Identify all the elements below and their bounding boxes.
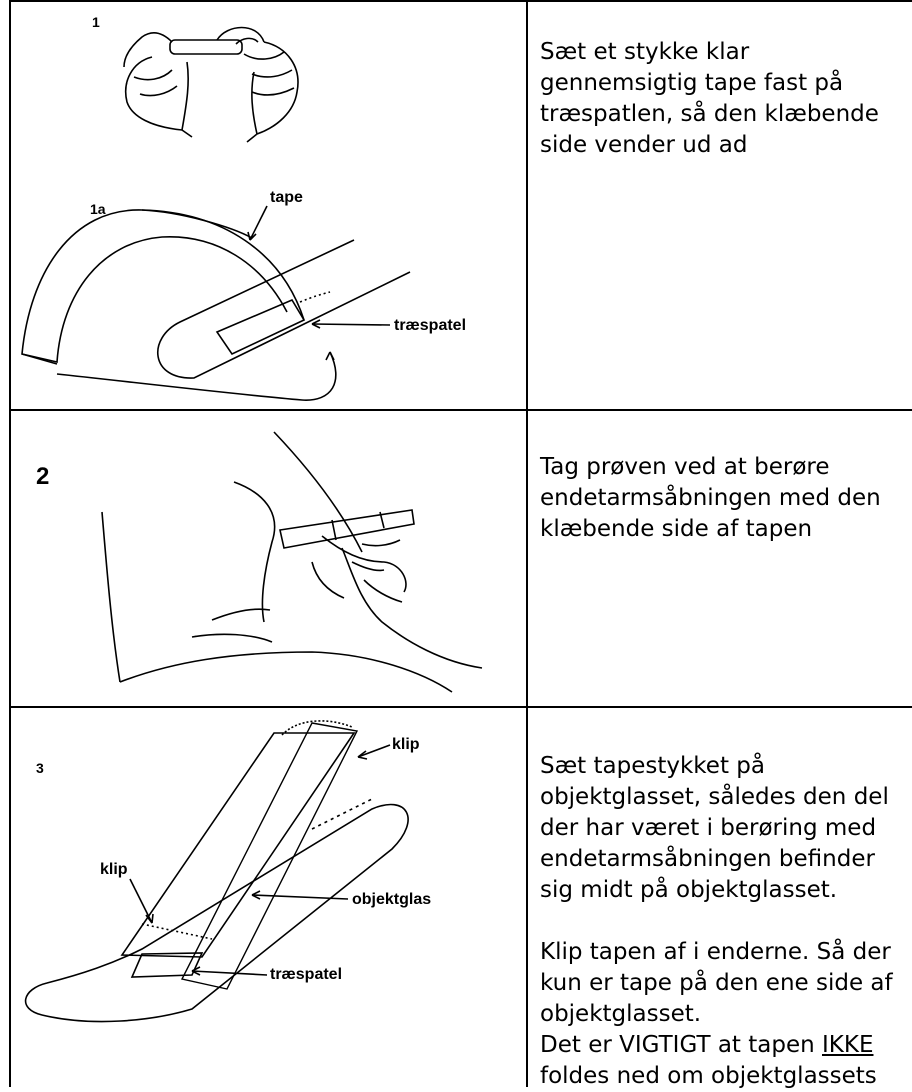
hands-holding-tape-drawing	[124, 28, 298, 143]
step-3-line: kun er tape på den ene side af	[540, 968, 912, 999]
label-tape: tape	[270, 189, 303, 206]
step-3-last-line: foldes ned om objektglassets	[540, 1061, 912, 1092]
step-2-line: endetarmsåbningen med den	[540, 483, 912, 514]
row-divider-2	[9, 706, 912, 708]
step-3-line: objektglasset, således den del	[540, 782, 912, 813]
important-prefix: Det er VIGTIGT at tapen	[540, 1032, 822, 1058]
slide-tape-drawing	[26, 721, 409, 1022]
sample-collection-drawing	[102, 432, 482, 692]
step-3-line: sig midt på objektglasset.	[540, 875, 912, 906]
step-3-line: objektglasset.	[540, 999, 912, 1030]
label-spatula-1: træspatel	[394, 317, 466, 334]
table-divider-middle	[526, 0, 528, 1087]
important-emphasis: IKKE	[822, 1032, 873, 1058]
step-3-line: der har været i berøring med	[540, 813, 912, 844]
label-objektglas: objektglas	[352, 891, 431, 908]
step-2-number: 2	[36, 463, 49, 490]
label-clip-left: klip	[100, 861, 128, 878]
spatula-with-tape-drawing	[22, 206, 410, 400]
step-1-line: gennemsigtig tape fast på	[540, 68, 912, 99]
step-3-spacer	[540, 906, 912, 937]
step-1a-number: 1a	[90, 201, 106, 217]
step-3-illustration: 3 klip klip objektglas træspatel	[12, 709, 524, 1085]
step-1-number: 1	[92, 14, 100, 30]
table-border-left	[9, 0, 11, 1087]
step-1-line: træspatlen, så den klæbende	[540, 99, 912, 130]
step-2-line: klæbende side af tapen	[540, 514, 912, 545]
step-3-text: Sæt tapestykket på objektglasset, sålede…	[540, 751, 912, 1092]
step-1-text: Sæt et stykke klar gennemsigtig tape fas…	[540, 37, 912, 161]
row-divider-1	[9, 409, 912, 411]
step-1-line: side vender ud ad	[540, 130, 912, 161]
step-3-important-line: Det er VIGTIGT at tapen IKKE	[540, 1030, 912, 1061]
step-2-text: Tag prøven ved at berøre endetarmsåbning…	[540, 452, 912, 545]
step-3-line: Klip tapen af i enderne. Så der	[540, 937, 912, 968]
step-3-line: endetarmsåbningen befinder	[540, 844, 912, 875]
label-clip-top: klip	[392, 736, 420, 753]
step-3-number: 3	[36, 760, 44, 776]
step-1-illustration: 1 1a tape træspatel	[12, 2, 524, 408]
step-2-illustration: 2	[12, 412, 524, 704]
step-2-line: Tag prøven ved at berøre	[540, 452, 912, 483]
step-1-line: Sæt et stykke klar	[540, 37, 912, 68]
label-spatula-3: træspatel	[270, 966, 342, 983]
step-3-line: Sæt tapestykket på	[540, 751, 912, 782]
